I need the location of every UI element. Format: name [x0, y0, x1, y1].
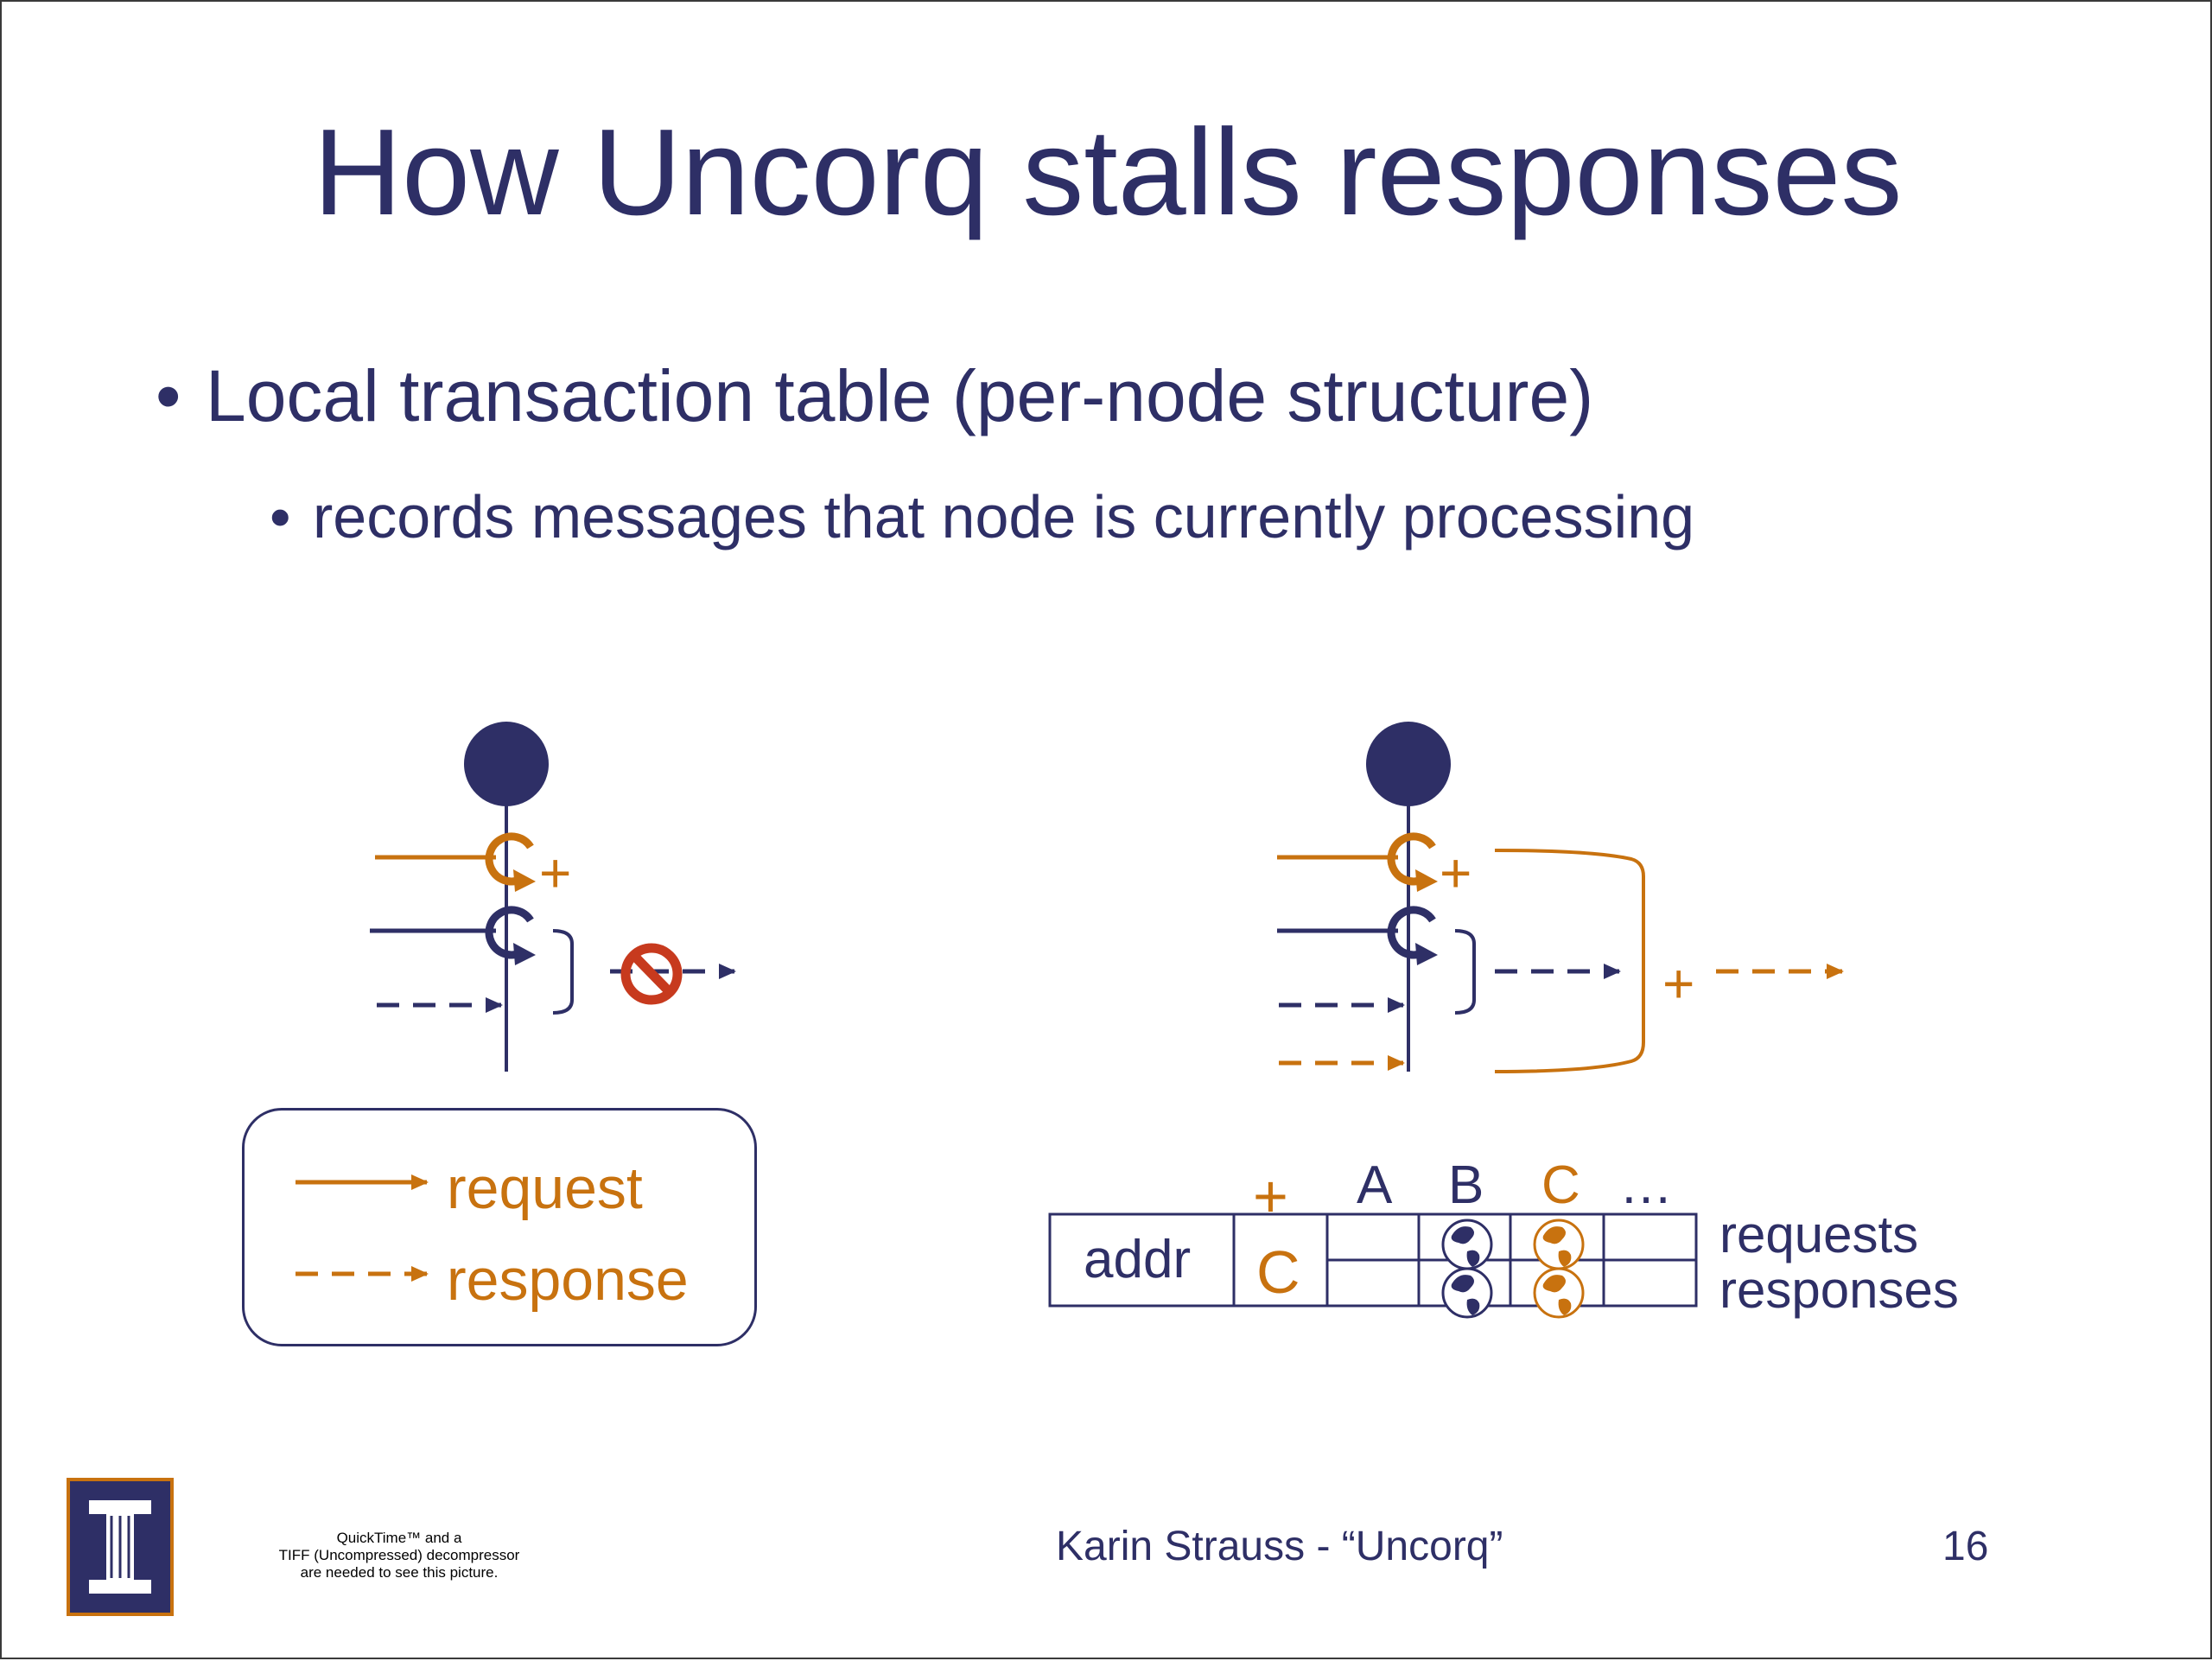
- no-entry-icon: [620, 943, 683, 1005]
- right-diagram: + +: [1277, 722, 1844, 1073]
- page-title: How Uncorq stalls responses: [313, 104, 1903, 241]
- quicktime-line: TIFF (Uncompressed) decompressor: [278, 1547, 520, 1563]
- plus-sign: +: [1440, 842, 1471, 904]
- plus-sign: +: [1662, 952, 1694, 1015]
- globe-icon: [1533, 1219, 1585, 1270]
- refresh-icon: [485, 906, 536, 965]
- footer-author: Karin Strauss - “Uncorq”: [1056, 1524, 1503, 1569]
- plus-sign: +: [539, 842, 571, 904]
- legend-request-label: request: [447, 1155, 643, 1221]
- bullet-dot: •: [156, 355, 181, 436]
- row-label-requests: requests: [1719, 1206, 1919, 1263]
- transaction-table: [1048, 1212, 1698, 1308]
- table-addr-label: addr: [1084, 1230, 1192, 1289]
- university-logo: [67, 1478, 174, 1616]
- university-logo-mark: [89, 1500, 151, 1594]
- bullet-level-1: • Local transaction table (per-node struc…: [156, 354, 1593, 438]
- row-label-responses: responses: [1719, 1261, 1959, 1319]
- node-circle: [1366, 722, 1451, 806]
- quicktime-line: QuickTime™ and a: [336, 1530, 462, 1546]
- left-diagram: +: [370, 722, 736, 1072]
- quicktime-line: are needed to see this picture.: [300, 1564, 499, 1581]
- large-bracket: [1494, 849, 1645, 1073]
- table-plus-header: +: [1253, 1162, 1288, 1230]
- globe-icon: [1533, 1267, 1585, 1319]
- node-circle: [464, 722, 549, 806]
- legend-box: [242, 1108, 757, 1346]
- globe-icon: [1441, 1267, 1493, 1319]
- quicktime-notice: QuickTime™ and a TIFF (Uncompressed) dec…: [252, 1530, 546, 1581]
- column-header-b: B: [1448, 1155, 1484, 1215]
- bullet-text: records messages that node is currently …: [313, 483, 1695, 550]
- bracket: [552, 929, 574, 1015]
- legend-response-label: response: [447, 1247, 689, 1313]
- bullet-dot: •: [270, 483, 291, 550]
- refresh-icon: [1387, 906, 1438, 965]
- bullet-text: Local transaction table (per-node struct…: [206, 355, 1594, 436]
- column-header-more: …: [1619, 1155, 1673, 1215]
- column-header-a: A: [1357, 1155, 1393, 1215]
- refresh-icon: [1387, 832, 1438, 892]
- bullet-level-2: • records messages that node is currently…: [270, 482, 1694, 551]
- table-entry-label: C: [1256, 1238, 1300, 1306]
- page-number: 16: [1942, 1524, 1989, 1569]
- column-header-c: C: [1541, 1155, 1580, 1215]
- refresh-icon: [485, 832, 536, 892]
- bracket: [1454, 929, 1476, 1015]
- globe-icon: [1441, 1219, 1493, 1270]
